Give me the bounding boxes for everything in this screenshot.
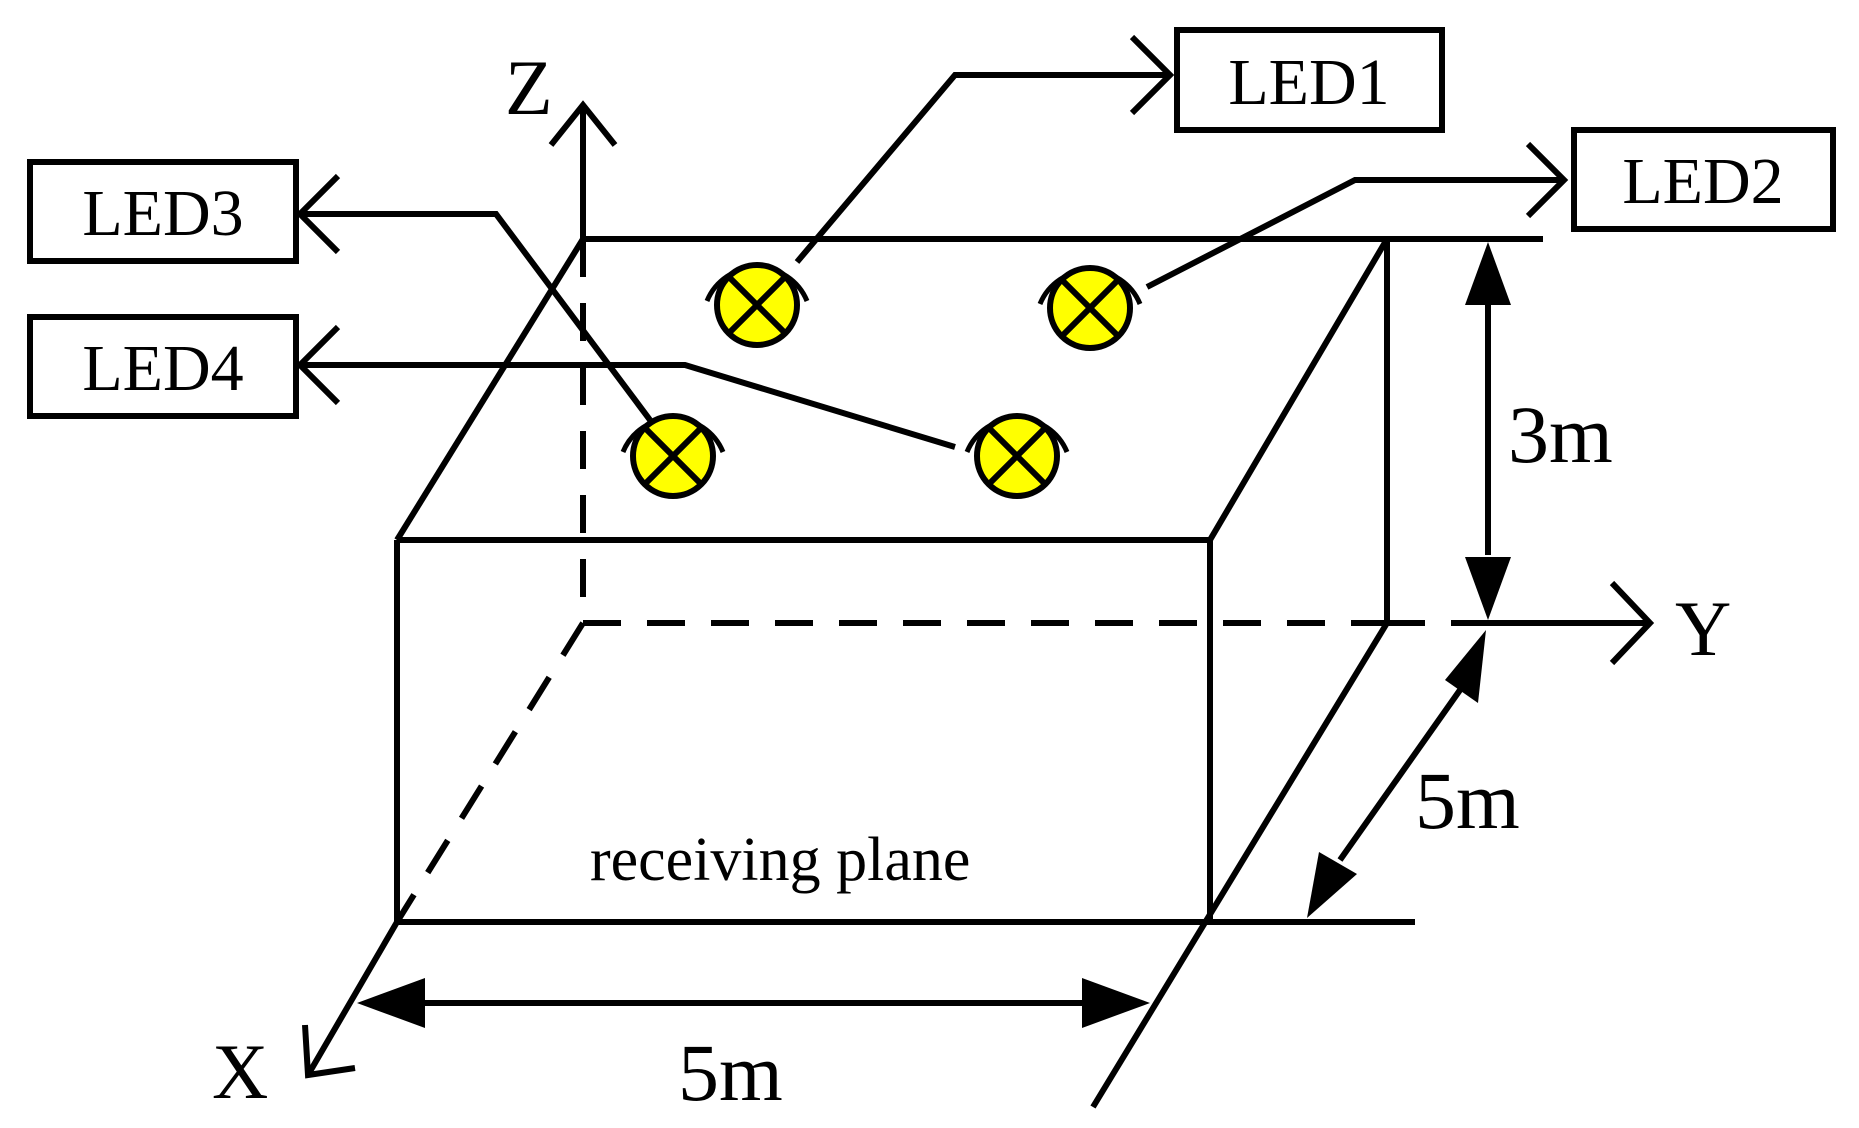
led4-box: LED4 bbox=[27, 314, 299, 419]
led2-leader bbox=[1145, 177, 1564, 290]
led-lamp-icon bbox=[1040, 268, 1140, 348]
led-lamps bbox=[623, 265, 1140, 496]
height-dimension-label: 3m bbox=[1508, 389, 1613, 480]
led3-box: LED3 bbox=[27, 159, 299, 264]
x-axis-arrowhead bbox=[302, 1024, 356, 1079]
led4-arrowhead bbox=[295, 324, 341, 406]
depth-dimension-label: 5m bbox=[1415, 755, 1520, 846]
width-arrow-left bbox=[357, 978, 425, 1028]
led3-label: LED3 bbox=[82, 177, 243, 250]
led-label-boxes: LED1 LED2 LED3 LED4 bbox=[27, 27, 1836, 419]
y-axis-label: Y bbox=[1675, 585, 1731, 672]
receiving-plane-label: receiving plane bbox=[590, 826, 970, 894]
led4-label: LED4 bbox=[82, 332, 243, 405]
led1-leader bbox=[794, 72, 1170, 264]
height-arrow-top bbox=[1465, 242, 1511, 305]
led2-box: LED2 bbox=[1571, 127, 1836, 232]
depth-dimension: 5m bbox=[1307, 630, 1520, 918]
led3-leader bbox=[300, 211, 653, 422]
height-arrow-bottom bbox=[1465, 557, 1511, 620]
x-axis-line bbox=[305, 920, 400, 1077]
width-dimension-label: 5m bbox=[678, 1027, 783, 1118]
width-arrow-right bbox=[1082, 978, 1150, 1028]
y-axis-arrowhead bbox=[1609, 580, 1655, 666]
led2-label: LED2 bbox=[1622, 145, 1783, 218]
led1-box: LED1 bbox=[1174, 27, 1445, 133]
z-axis-label: Z bbox=[505, 44, 553, 131]
led1-label: LED1 bbox=[1228, 46, 1389, 119]
z-axis-arrowhead bbox=[548, 100, 618, 147]
ceiling-right-edge bbox=[1207, 237, 1390, 542]
depth-arrow-bottom bbox=[1307, 852, 1357, 918]
led-lamp-icon bbox=[707, 265, 807, 345]
depth-arrow-top bbox=[1445, 630, 1486, 703]
hidden-x-edge bbox=[394, 621, 586, 924]
led-lamp-icon bbox=[623, 416, 723, 496]
led3-arrowhead bbox=[295, 173, 341, 255]
led-lamp-icon bbox=[967, 416, 1067, 496]
led2-arrowhead bbox=[1525, 141, 1569, 219]
led4-leader bbox=[300, 362, 956, 450]
floor-right-edge bbox=[1090, 621, 1390, 1109]
height-dimension: 3m bbox=[1465, 242, 1613, 620]
x-axis-label: X bbox=[212, 1028, 268, 1115]
led1-arrowhead bbox=[1129, 34, 1175, 116]
depth-dimension-line bbox=[1337, 688, 1463, 862]
width-dimension: 5m bbox=[357, 978, 1150, 1118]
ceiling-left-edge bbox=[394, 237, 586, 542]
room-box bbox=[394, 236, 1543, 1109]
axes: Z Y X bbox=[212, 44, 1731, 1115]
led-leaders bbox=[295, 34, 1569, 450]
